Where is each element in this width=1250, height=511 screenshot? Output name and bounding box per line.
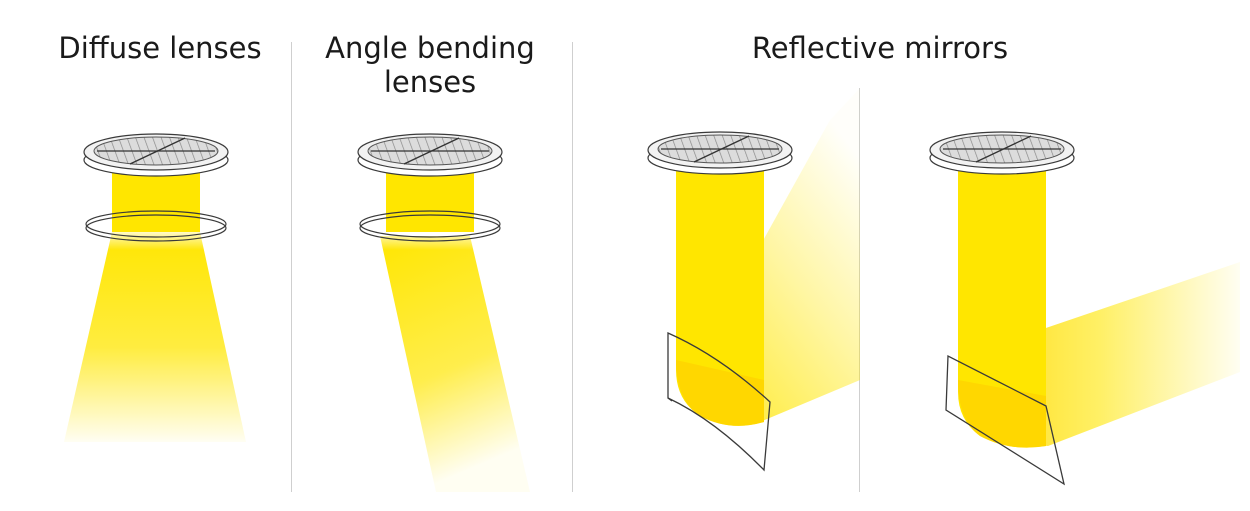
mirror-up-illustration: [647, 88, 860, 472]
divider-1: [291, 42, 292, 492]
divider-2: [572, 42, 573, 492]
light-fixture-grate-icon: [929, 131, 1075, 175]
angle-lens-illustration: [357, 133, 530, 492]
light-fixture-grate-icon: [647, 131, 793, 175]
lens-ring-icon: [85, 210, 227, 242]
angled-beam: [380, 236, 530, 492]
diffuse-beam-cone: [64, 232, 246, 442]
mirror-side-illustration: [929, 131, 1240, 486]
mirror-icon: [667, 332, 771, 472]
title-angle-bending-lenses: Angle bending lenses: [325, 31, 535, 99]
beam-column: [958, 168, 1046, 448]
beam-column: [386, 170, 474, 232]
title-reflective-mirrors: Reflective mirrors: [751, 31, 1009, 65]
mirror-icon: [945, 354, 1065, 486]
beam-column: [676, 168, 764, 426]
lens-ring-icon: [359, 210, 501, 242]
beam-column: [112, 170, 200, 232]
light-fixture-grate-icon: [357, 133, 503, 177]
light-fixture-grate-icon: [83, 133, 229, 177]
title-diffuse-lenses: Diffuse lenses: [58, 31, 262, 65]
diffuse-lens-illustration: [64, 133, 246, 442]
